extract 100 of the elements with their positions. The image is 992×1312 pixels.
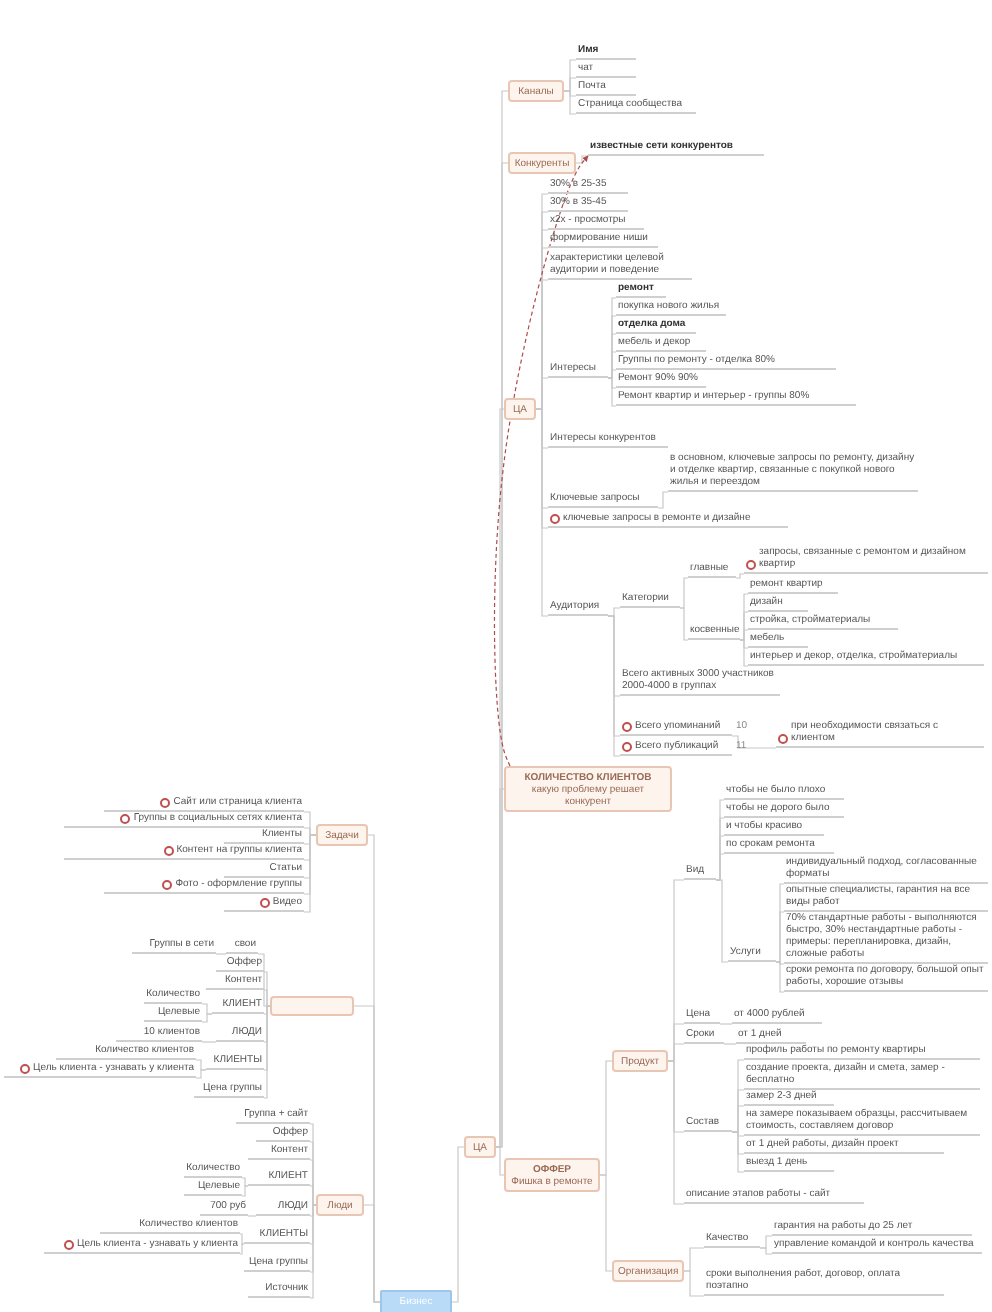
topic-item (248, 1170, 310, 1186)
connector-line (723, 1043, 737, 1045)
connector-line (667, 1043, 685, 1062)
topic-item (728, 946, 776, 962)
topic-item (184, 1180, 242, 1196)
topic-item (144, 1006, 202, 1022)
connector-line (679, 607, 689, 641)
connector-line (759, 1235, 773, 1249)
branch-topic-box (464, 1136, 496, 1158)
topic-item (616, 282, 666, 298)
topic-item (548, 178, 628, 194)
topic-item (576, 62, 636, 78)
topic-item (548, 214, 644, 230)
branch-topic-box (316, 1194, 364, 1216)
topic-item (684, 1188, 864, 1204)
connector-line (599, 1060, 613, 1176)
topic-item (724, 784, 844, 800)
topic-item (684, 1008, 720, 1024)
topic-item (616, 336, 706, 352)
topic-item (684, 864, 716, 880)
topic-item (772, 1220, 972, 1236)
topic-item (548, 492, 658, 508)
connector-line (679, 577, 689, 609)
topic-item (724, 820, 824, 836)
topic-item (784, 856, 988, 884)
topic-item (744, 1062, 980, 1090)
topic-item (236, 1108, 310, 1124)
connector-line (599, 1174, 613, 1272)
topic-item (776, 720, 984, 748)
topic-item (748, 596, 808, 612)
topic-item (224, 828, 304, 844)
connector-line (535, 408, 549, 617)
topic-item (732, 1008, 822, 1024)
topic-item (576, 44, 636, 60)
root-topic-box (380, 1290, 452, 1312)
topic-item (548, 432, 668, 448)
connector-line (731, 1131, 745, 1173)
connector-line (775, 961, 785, 993)
topic-item (4, 1062, 196, 1078)
branch-topic-box (316, 824, 368, 846)
topic-item (256, 1126, 310, 1142)
topic-item (100, 1218, 240, 1234)
topic-item (748, 650, 984, 666)
connector-line (715, 879, 729, 963)
topic-item (200, 1200, 248, 1216)
topic-item (576, 98, 696, 114)
connector-line (563, 90, 577, 115)
topic-item (616, 318, 696, 334)
topic-item (132, 938, 216, 954)
connector-line (195, 1059, 207, 1071)
topic-item (704, 1268, 944, 1296)
topic-item (548, 252, 692, 280)
topic-item (748, 578, 838, 594)
topic-item (248, 1282, 310, 1298)
connector-line (363, 1204, 381, 1303)
connector-line (719, 1023, 733, 1025)
connector-line (451, 1146, 465, 1303)
topic-item (724, 802, 844, 818)
topic-item (548, 362, 608, 378)
topic-item (744, 1138, 944, 1154)
topic-item (548, 232, 658, 248)
topic-item (184, 1162, 242, 1178)
topic-item (748, 632, 808, 648)
connector-line (215, 953, 227, 955)
topic-item (144, 988, 202, 1004)
topic-item (748, 614, 898, 630)
topic-item (64, 844, 304, 860)
topic-item (744, 1156, 834, 1172)
topic-item (684, 1116, 732, 1132)
connector-line (731, 1105, 745, 1133)
connector-line (303, 827, 317, 836)
connector-line (775, 961, 785, 965)
topic-item (548, 512, 788, 528)
connector-line (201, 1003, 213, 1015)
topic-item (616, 390, 856, 406)
topic-item (744, 1090, 834, 1106)
topic-item (588, 140, 764, 156)
topic-item (576, 80, 636, 96)
connector-line (731, 735, 777, 749)
topic-item (244, 1256, 310, 1272)
topic-item (64, 812, 304, 828)
topic-item (744, 1044, 980, 1060)
connector-line (495, 788, 505, 1148)
topic-item (736, 1028, 806, 1044)
topic-item (744, 1108, 980, 1136)
branch-topic-box (504, 1158, 600, 1192)
topic-item (116, 1026, 202, 1042)
connector-line (535, 377, 549, 410)
branch-topic-box (612, 1050, 668, 1072)
connector-line (739, 629, 749, 641)
arrow (493, 155, 589, 767)
topic-item (226, 938, 258, 954)
connector-line (715, 853, 725, 881)
topic-item (248, 1144, 310, 1160)
topic-item (616, 300, 726, 316)
topic-item (548, 196, 628, 212)
connector-line (657, 491, 669, 509)
connector-line (247, 1215, 257, 1217)
connector-line (303, 834, 317, 913)
topic-item (548, 600, 608, 616)
